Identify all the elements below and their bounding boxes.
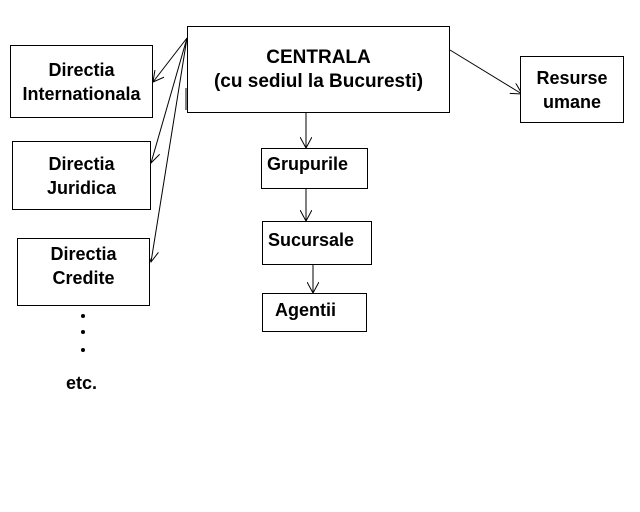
agentii-box: Agentii: [262, 293, 367, 332]
sucursale-label: Sucursale: [268, 230, 355, 250]
sucursale-box: Sucursale: [262, 221, 372, 265]
centrala-title: CENTRALA: [266, 46, 371, 68]
directia-internationala-box: Directia Internationala: [10, 45, 153, 118]
directia-credite-box: Directia Credite: [17, 238, 150, 306]
etc-label: etc.: [66, 373, 98, 393]
directia-juridica-box: Directia Juridica: [12, 141, 151, 210]
directia-juridica-line2: Juridica: [46, 177, 117, 198]
centrala-subtitle: (cu sediul la Bucuresti): [213, 70, 424, 92]
resurse-umane-box: Resurse umane: [520, 56, 624, 123]
centrala-box: CENTRALA (cu sediul la Bucuresti): [187, 26, 450, 113]
ellipsis-dot: [81, 330, 85, 334]
arrow-to-resurse: [449, 49, 522, 94]
directia-credite-line1: Directia: [50, 244, 117, 264]
directia-internationala-line2: Internationala: [22, 83, 141, 104]
grupurile-label: Grupurile: [267, 154, 349, 174]
directia-credite-line2: Credite: [52, 268, 115, 288]
resurse-line1: Resurse: [536, 67, 608, 88]
agentii-label: Agentii: [275, 300, 336, 320]
directia-internationala-line1: Directia: [48, 59, 115, 80]
directia-juridica-line1: Directia: [48, 153, 115, 174]
arrow-to-internationala: [153, 37, 188, 82]
arrow-to-credite: [151, 37, 188, 262]
ellipsis-dot: [81, 348, 85, 352]
grupurile-box: Grupurile: [261, 148, 368, 189]
arrow-to-juridica: [151, 37, 188, 163]
resurse-line2: umane: [542, 91, 602, 112]
ellipsis-dot: [81, 314, 85, 318]
